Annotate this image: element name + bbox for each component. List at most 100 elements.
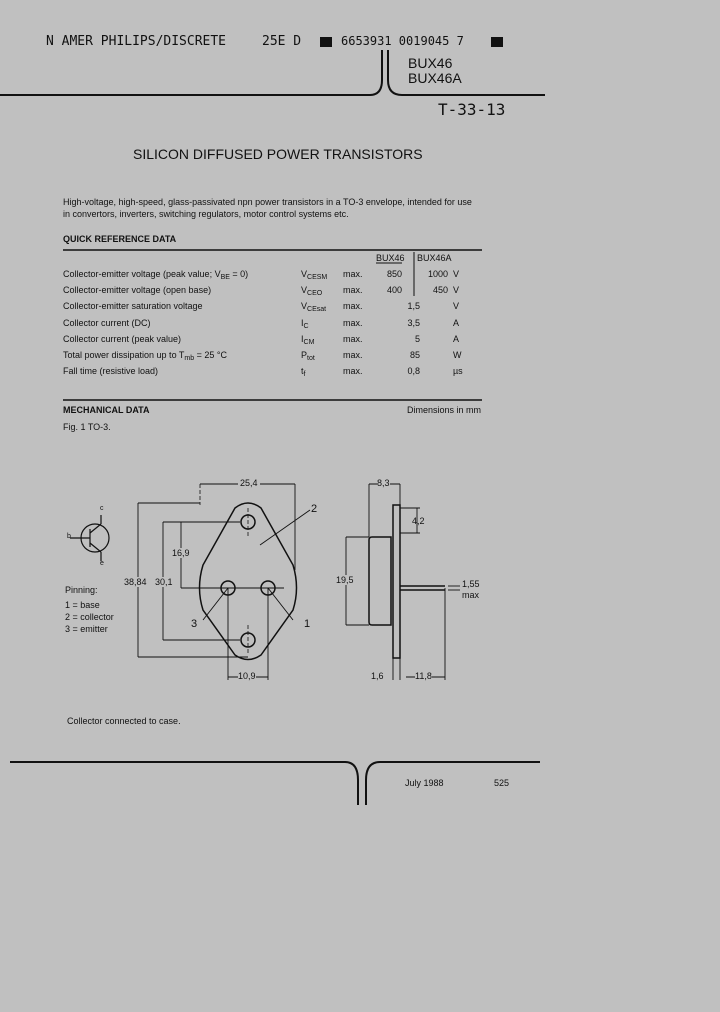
unit: W	[453, 350, 462, 360]
footer-date: July 1988	[405, 778, 444, 788]
pin-item: 2 = collector	[65, 612, 114, 622]
dim-width: 25,4	[238, 478, 260, 488]
symbol-sub: CESM	[307, 274, 328, 281]
figure-caption: Fig. 1 TO-3.	[63, 422, 111, 432]
to3-outline	[198, 502, 298, 661]
symbol: IC	[301, 318, 309, 330]
units-note: Dimensions in mm	[407, 405, 482, 415]
limit: max.	[343, 301, 363, 312]
param-text: Fall time (resistive load)	[63, 366, 159, 377]
param-label: Collector-emitter voltage (open base)	[63, 285, 211, 295]
symbol-sub: f	[303, 371, 306, 379]
value-bux46: 850	[386, 269, 402, 279]
symbol-sub: CM	[303, 338, 315, 346]
column-header: BUX46A	[417, 253, 452, 263]
symbol-sub: C	[303, 322, 309, 330]
symbol-text: V	[301, 269, 308, 279]
pin-item: 3 = emitter	[65, 624, 108, 634]
pin-item: 1 = base	[65, 600, 100, 610]
param-tail: = 0)	[229, 269, 249, 279]
pinning-title: Pinning:	[65, 585, 98, 595]
dim-pin-dia-note: max	[462, 590, 480, 600]
symbol-sub: CEsat	[307, 306, 327, 314]
npn-symbol	[70, 515, 110, 561]
description-line: in convertors, inverters, switching regu…	[63, 209, 349, 219]
symbol-text: I	[301, 333, 304, 344]
company-code: N AMER PHILIPS/DISCRETE	[46, 34, 227, 49]
column-header: BUX46	[376, 253, 405, 263]
value-bux46a: 450	[432, 285, 448, 296]
param-text: Collector-emitter saturation voltage	[63, 301, 203, 312]
symbol-sub: tot	[307, 355, 315, 362]
symbol-text: t	[301, 366, 304, 377]
page-title: SILICON DIFFUSED POWER TRANSISTORS	[133, 146, 423, 162]
marker-block	[491, 37, 503, 47]
page-number: 525	[494, 778, 510, 788]
symbol-text: P	[301, 350, 308, 360]
symbol-sub: CEO	[307, 290, 323, 298]
part-number: BUX46A	[408, 70, 462, 86]
label-b: b	[67, 533, 71, 540]
param-label: Collector-emitter voltage (peak value; V…	[63, 269, 248, 281]
symbol: tf	[301, 366, 305, 378]
limit: max.	[343, 285, 363, 296]
param-text: Collector-emitter voltage (peak value; V	[63, 269, 221, 279]
code-1: 25E D	[262, 34, 302, 49]
marker-block	[320, 37, 332, 47]
param-label: Total power dissipation up to Tmb = 25 °…	[63, 350, 227, 362]
symbol-text: V	[301, 301, 308, 312]
param-label: Collector current (DC)	[63, 318, 151, 328]
dim-lead-length: 11,8	[415, 671, 432, 681]
symbol: VCEsat	[301, 301, 326, 313]
param-label: Fall time (resistive load)	[63, 366, 158, 376]
value-bux46: 400	[386, 285, 402, 296]
mechanical-heading: MECHANICAL DATA	[63, 405, 150, 415]
unit: µs	[453, 366, 463, 377]
quick-reference-heading: QUICK REFERENCE DATA	[63, 234, 177, 244]
symbol-text: V	[301, 285, 308, 296]
limit: max.	[343, 333, 363, 344]
param-label: Collector-emitter saturation voltage	[63, 301, 203, 311]
description-line: High-voltage, high-speed, glass-passivat…	[63, 197, 472, 207]
symbol: VCESM	[301, 269, 327, 281]
symbol: Ptot	[301, 350, 315, 362]
dim-body: 19,5	[336, 575, 354, 585]
param-sub: mb	[184, 355, 195, 362]
unit: A	[453, 333, 460, 344]
limit: max.	[343, 317, 363, 328]
dim-flange: 4,2	[412, 516, 425, 526]
param-tail: = 25 °C	[194, 350, 228, 360]
callout-2: 2	[311, 503, 318, 515]
label-c: c	[100, 505, 104, 512]
param-text: Total power dissipation up to T	[63, 350, 185, 360]
param-sub: BE	[220, 274, 230, 281]
unit: V	[453, 285, 460, 296]
symbol: ICM	[301, 334, 314, 346]
symbol: VCEO	[301, 285, 322, 297]
case-note: Collector connected to case.	[67, 716, 181, 726]
value: 5	[414, 333, 420, 344]
value: 3,5	[407, 317, 420, 328]
limit: max.	[343, 366, 363, 377]
callout-3: 3	[191, 618, 198, 630]
symbol-text: I	[301, 317, 304, 328]
part-number: BUX46	[408, 55, 453, 71]
param-text: Collector current (DC)	[63, 317, 151, 328]
dim-pin-spacing: 10,9	[238, 671, 256, 681]
dim-flange-thickness: 1,6	[371, 671, 384, 681]
dim-depth: 8,3	[377, 478, 390, 488]
param-text: Collector current (peak value)	[63, 333, 182, 344]
dim-pin-to-hole: 16,9	[172, 548, 190, 558]
unit: V	[453, 301, 460, 312]
dim-height: 38,84	[124, 577, 147, 587]
param-label: Collector current (peak value)	[63, 334, 181, 344]
value: 0,8	[407, 366, 420, 377]
label-e: e	[100, 560, 104, 567]
callout-1: 1	[304, 618, 311, 630]
handwritten-ref: T-33-13	[438, 100, 506, 119]
limit: max.	[343, 350, 363, 360]
dim-pin-dia: 1,55	[462, 579, 480, 589]
value-bux46a: 1000	[427, 269, 448, 279]
value: 1,5	[407, 301, 420, 312]
